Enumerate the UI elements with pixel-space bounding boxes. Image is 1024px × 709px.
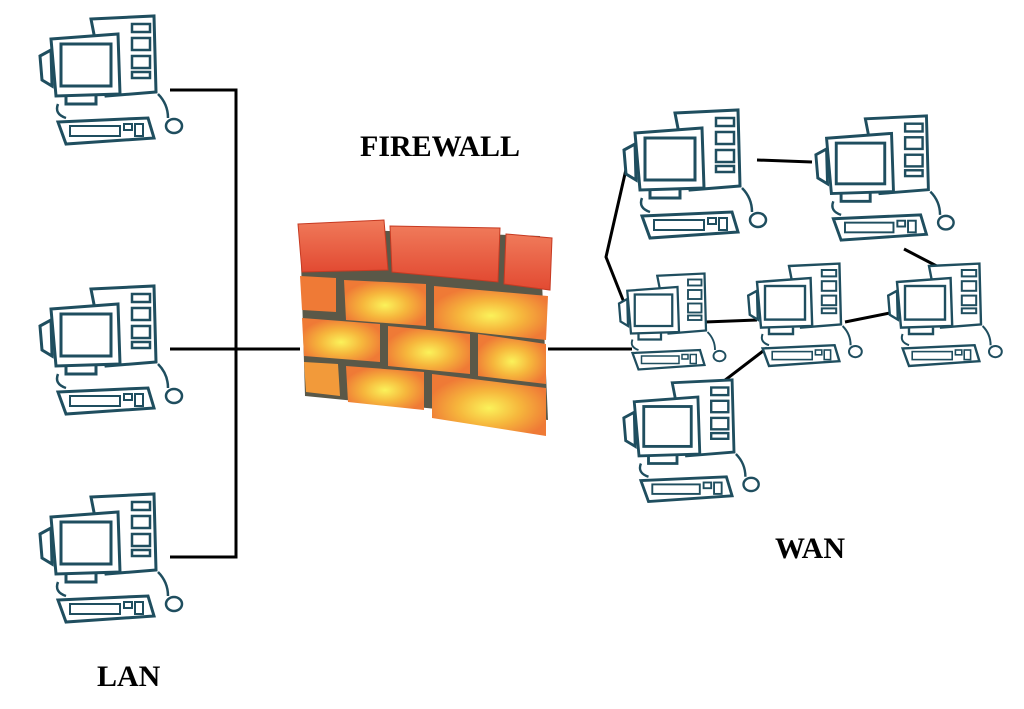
lan-label: LAN <box>97 660 161 693</box>
computer-icon <box>622 378 761 503</box>
computer-icon <box>814 114 956 242</box>
computer-icon <box>887 262 1003 368</box>
wan-link <box>719 346 768 386</box>
wan-link <box>844 311 891 324</box>
computer-icon <box>747 262 863 368</box>
wan-links <box>604 158 953 386</box>
lan-links <box>170 88 632 559</box>
wan-label: WAN <box>775 532 846 565</box>
computer-icon <box>38 284 184 416</box>
lan-link-1 <box>170 88 238 559</box>
firewall-label: FIREWALL <box>360 130 521 163</box>
computer-icon <box>38 492 184 624</box>
brick-wall-icon <box>297 219 553 436</box>
computer-icon <box>622 108 768 240</box>
computer-icon <box>38 14 184 146</box>
wan-link <box>604 164 629 311</box>
wan-link <box>756 158 813 164</box>
wan-link <box>704 318 758 324</box>
